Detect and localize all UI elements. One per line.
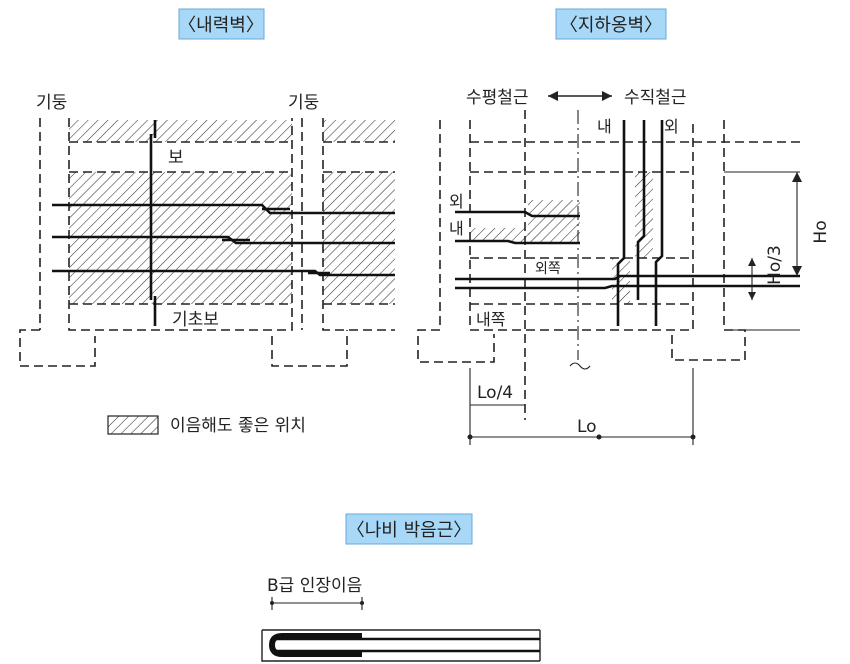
vertical-rebar-outer [654, 120, 664, 326]
label-beam: 보 [168, 148, 184, 168]
label-horizontal-bar: 수평철근 [466, 88, 529, 108]
label-foundation-beam: 기초보 [172, 310, 219, 330]
label-outer-side: 외쪽 [535, 261, 561, 277]
vertical-rebar-inner [616, 120, 626, 326]
label-lo: Lo [577, 417, 597, 437]
slab-outline [261, 629, 540, 662]
wall-outline [322, 118, 395, 331]
slab-rebar [276, 637, 540, 653]
hook-bar [268, 633, 362, 657]
label-splice: B급 인장이음 [267, 576, 362, 596]
dim-dot [270, 601, 274, 605]
splice-dimension [271, 597, 363, 610]
basement-wall-title: 〈지하옹벽〉 [555, 8, 667, 40]
slab-bar-diagram: B급 인장이음 [261, 576, 541, 662]
slab-bar-title-text: 〈나비 박음근〉 [347, 520, 472, 541]
hatch-zone [612, 258, 630, 304]
wall-divider [69, 141, 292, 305]
vertical-rebar [636, 120, 646, 300]
hatch-zone [323, 120, 395, 142]
label-outer-left: 외 [449, 192, 464, 211]
dim-dot [596, 434, 602, 440]
horizontal-rebar-outer [455, 210, 580, 218]
hatch-zone [69, 120, 292, 142]
label-column-right: 기둥 [288, 93, 319, 113]
legend-text: 이음해도 좋은 위치 [170, 416, 306, 436]
hatch-zone [528, 200, 580, 242]
label-vertical-bar: 수직철근 [624, 88, 687, 108]
hatch-zone [470, 228, 530, 242]
label-ho: Ho [811, 220, 831, 243]
basement-wall-diagram: 수평철근 수직철근 내 외 외 내 외쪽 내쪽 Lo/4 Lo Ho Ho/3 [417, 88, 831, 445]
label-outer-top: 외 [664, 117, 679, 136]
label-inner-left: 내 [449, 219, 464, 238]
label-column-left: 기둥 [36, 93, 67, 113]
basement-wall-title-text: 〈지하옹벽〉 [560, 15, 662, 36]
dim-dot [467, 434, 473, 440]
dim-dot [360, 601, 364, 605]
label-lo-quarter: Lo/4 [477, 383, 513, 403]
slab-bar-title: 〈나비 박음근〉 [345, 513, 473, 545]
dim-dot [690, 434, 696, 440]
hatch-zone [323, 172, 395, 304]
lo-extension [469, 368, 694, 445]
bearing-wall-title: 〈내력벽〉 [178, 8, 265, 40]
label-ho-third: Ho/3 [765, 245, 785, 285]
footing-right [271, 330, 348, 367]
legend: 이음해도 좋은 위치 [107, 415, 306, 436]
wall-divider [323, 141, 395, 305]
label-inner-top: 내 [597, 117, 612, 136]
label-inner-side: 내쪽 [476, 310, 505, 329]
legend-swatch [107, 415, 159, 435]
break-mark [569, 362, 591, 370]
slab-line [724, 171, 800, 331]
vertical-rebar [149, 120, 157, 326]
wall-outline [469, 120, 694, 331]
footing-left [19, 329, 96, 367]
horizontal-rebar-inner [455, 239, 580, 245]
bearing-wall-title-text: 〈내력벽〉 [178, 15, 264, 36]
wall-outline [68, 118, 293, 331]
column-right [671, 120, 746, 361]
bearing-wall-diagram: 기둥 기둥 보 기초보 [19, 93, 395, 367]
column-left [417, 120, 495, 363]
horizontal-rebar-low [455, 284, 800, 290]
